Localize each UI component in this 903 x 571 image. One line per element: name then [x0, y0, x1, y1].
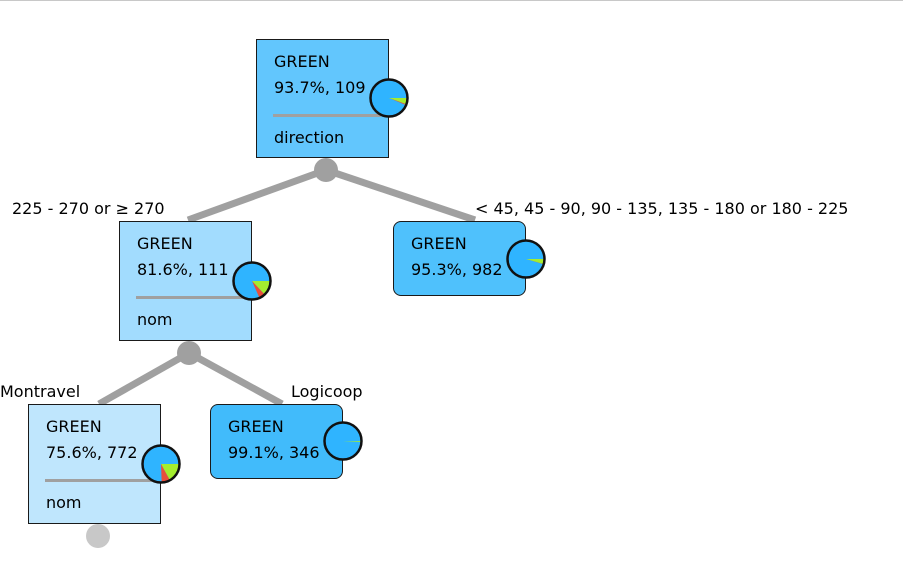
node-split-attribute: nom [137, 310, 173, 329]
edge-label-lr: Logicoop [291, 382, 363, 401]
node-class-label: GREEN [228, 417, 284, 436]
node-divider [136, 296, 244, 299]
tree-node-lr-leaf[interactable]: GREEN 99.1%, 346 [210, 404, 343, 479]
tree-node-root[interactable]: GREEN 93.7%, 109 direction [256, 39, 389, 158]
edge-label-right: < 45, 45 - 90, 90 - 135, 135 - 180 or 18… [475, 199, 849, 218]
pie-chart-icon [369, 78, 409, 118]
pie-slice [343, 441, 362, 443]
node-stat-label: 99.1%, 346 [228, 443, 320, 462]
pie-chart-icon [506, 239, 546, 279]
node-split-attribute: direction [274, 128, 345, 147]
pie-slice [389, 98, 408, 105]
pie-outline [141, 444, 181, 484]
pie-outline [232, 261, 272, 301]
node-stat-label: 81.6%, 111 [137, 260, 229, 279]
pie-chart-icon [141, 444, 181, 484]
edge-root-right [324, 166, 477, 224]
node-stat-label: 93.7%, 109 [274, 78, 366, 97]
top-border [0, 0, 903, 1]
node-split-attribute: nom [46, 493, 82, 512]
tree-node-right-leaf[interactable]: GREEN 95.3%, 982 [393, 221, 526, 296]
pie-slice [389, 98, 407, 106]
pie-chart-icon [323, 421, 363, 461]
pie-slice [252, 281, 265, 298]
node-stat-label: 95.3%, 982 [411, 260, 503, 279]
tree-node-ll[interactable]: GREEN 75.6%, 772 nom [28, 404, 161, 524]
node-stat-label: 75.6%, 772 [46, 443, 138, 462]
split-dot-root[interactable] [314, 158, 338, 182]
pie-slice [526, 259, 544, 265]
pie-outline [369, 78, 409, 118]
edge-label-ll: Montravel [0, 382, 81, 401]
node-divider [45, 479, 153, 482]
node-class-label: GREEN [46, 417, 102, 436]
edge-label-left: 225 - 270 or ≥ 270 [12, 199, 165, 218]
pie-outline [506, 239, 546, 279]
tree-node-left[interactable]: GREEN 81.6%, 111 nom [119, 221, 252, 341]
pie-outline [323, 421, 363, 461]
node-class-label: GREEN [411, 234, 467, 253]
node-class-label: GREEN [137, 234, 193, 253]
edge-root-left [186, 166, 328, 224]
node-divider [273, 114, 381, 117]
pie-slice [161, 464, 170, 483]
pie-chart-icon [232, 261, 272, 301]
edge-left-lr [187, 349, 284, 408]
split-dot-ll[interactable] [86, 524, 110, 548]
edge-left-ll [97, 349, 191, 408]
node-class-label: GREEN [274, 52, 330, 71]
pie-slice [526, 259, 545, 265]
pie-slice [252, 281, 271, 295]
split-dot-left[interactable] [177, 341, 201, 365]
